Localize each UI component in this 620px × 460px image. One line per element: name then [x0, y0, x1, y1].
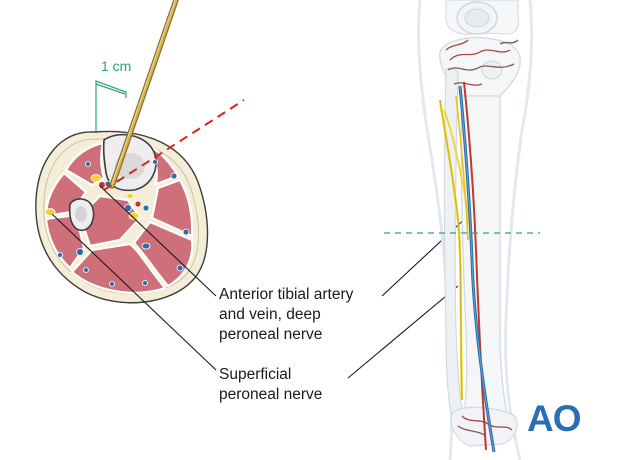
vessel-anterior-small — [85, 161, 91, 167]
vessel-superficial-7 — [109, 281, 115, 287]
leg-anterior-view — [384, 0, 540, 460]
leader-anterior-right — [381, 213, 471, 297]
leg-cross-section — [35, 130, 209, 304]
scale-label: 1 cm — [101, 58, 132, 74]
label-superficial-line-1: Superficial — [219, 366, 292, 383]
tibial-nerve-section — [128, 212, 140, 220]
kirschner-wire — [109, 0, 179, 189]
vessel-superficial-3 — [182, 228, 190, 236]
fibula-medullary-canal — [75, 206, 87, 222]
vessel-posterior-2 — [134, 200, 142, 208]
label-anterior-tibial-artery: Anterior tibial artery and vein, deep pe… — [219, 285, 353, 345]
muscle-posterior-superficial — [70, 242, 167, 294]
anterior-tibial-vein-highlight — [459, 85, 495, 453]
vessel-posterior-3 — [142, 204, 150, 212]
patella-inner — [464, 8, 490, 28]
superficial-peroneal-nerve-outline — [439, 99, 463, 401]
vessel-posterior-1 — [124, 204, 132, 212]
tibia-shaft — [460, 95, 509, 421]
vessel-superficial-6 — [57, 252, 63, 258]
neurovascular-structures — [44, 159, 190, 287]
trajectory-dashed-line — [103, 99, 245, 191]
fibular-head — [481, 60, 503, 80]
vessel-lateral — [76, 248, 84, 256]
vessel-superficial-2 — [152, 159, 158, 165]
vessel-peroneal — [141, 242, 151, 250]
leader-anterior-left — [99, 185, 217, 297]
vessel-superficial-4 — [176, 264, 184, 272]
deep-peroneal-nerve-section — [90, 174, 102, 182]
leader-superficial-left — [51, 213, 217, 371]
vessel-superficial-8 — [142, 280, 148, 286]
label-anterior-line-2: and vein, deep — [219, 306, 321, 323]
deep-peroneal-nerve — [455, 95, 469, 241]
superficial-peroneal-nerve-section — [44, 208, 56, 216]
vessel-superficial-5 — [83, 267, 89, 273]
scale-bracket — [95, 80, 127, 131]
label-anterior-line-1: Anterior tibial artery — [219, 286, 354, 303]
muscle-medial — [150, 178, 194, 238]
ao-logo: AO — [527, 398, 581, 439]
label-superficial-line-2: peroneal nerve — [219, 386, 323, 403]
label-superficial-peroneal-nerve: Superficial peroneal nerve — [219, 365, 322, 405]
vessel-superficial-1 — [170, 172, 178, 180]
leg-outline-right — [504, 0, 534, 460]
nerve-medial — [126, 193, 134, 199]
leader-superficial-right — [347, 285, 459, 379]
label-anterior-line-3: peroneal nerve — [219, 326, 323, 343]
